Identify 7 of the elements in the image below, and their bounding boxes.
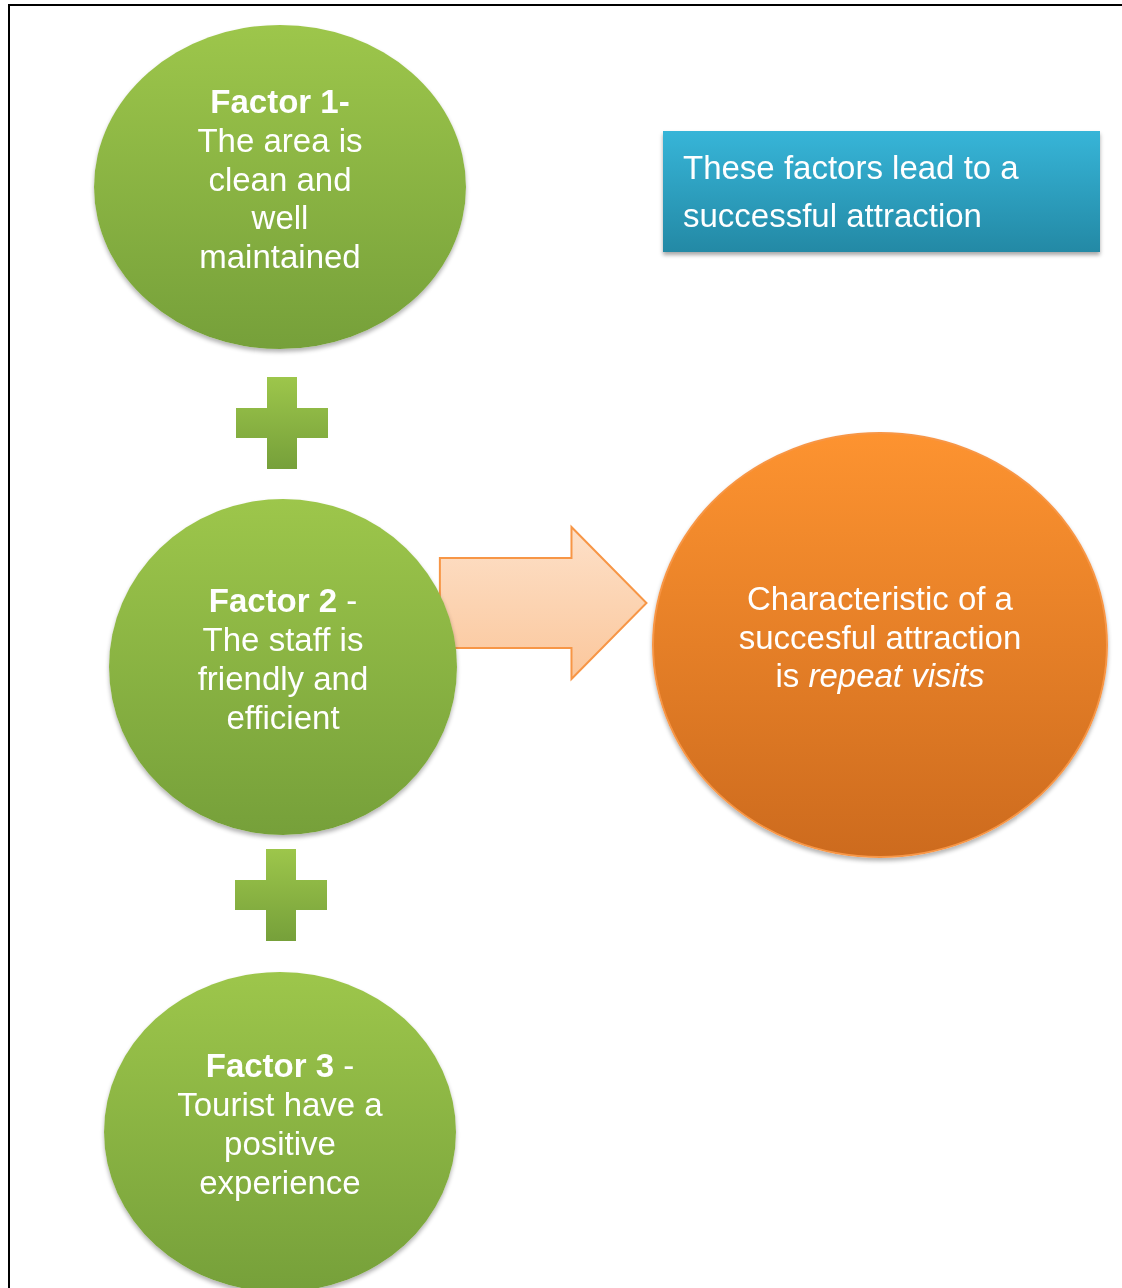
block-arrow (438, 524, 648, 682)
node-text: Factor 2 - The staff is friendly and efficient (196, 582, 370, 738)
note-box (663, 131, 1100, 252)
node-text: These factors lead to a successful attraction (683, 147, 1020, 236)
node-text: Characteristic of a succesful attraction is repeat visits (737, 579, 1023, 697)
node-text: Factor 1- The area is clean and well maintained (196, 82, 364, 278)
node-text: Factor 3 - Tourist have a positive experience (176, 1047, 384, 1203)
